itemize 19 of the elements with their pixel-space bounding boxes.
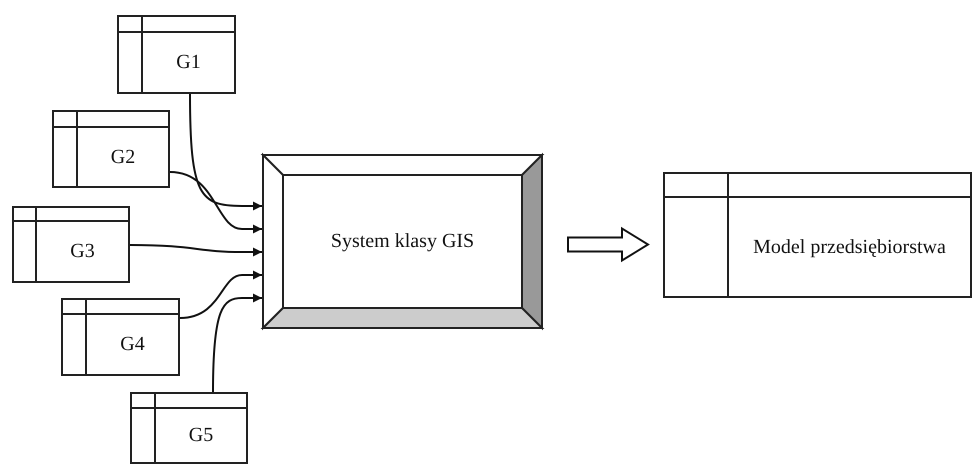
table-box xyxy=(12,206,130,283)
node-label: G3 xyxy=(70,239,95,264)
node-label: Model przedsiębiorstwa xyxy=(753,234,946,260)
node-label: G2 xyxy=(110,144,136,170)
node-label: G5 xyxy=(188,423,214,448)
node-label: System klasy GIS xyxy=(330,229,474,254)
table-box xyxy=(117,15,236,94)
block-arrow xyxy=(567,226,650,262)
arrow xyxy=(212,294,262,392)
node-label: G4 xyxy=(120,332,145,357)
table-box xyxy=(130,392,248,464)
arrow xyxy=(189,94,262,210)
arrow xyxy=(170,171,262,234)
table-box xyxy=(663,172,972,298)
table-box xyxy=(52,110,170,188)
table-box xyxy=(61,298,180,376)
arrow xyxy=(130,244,262,256)
node-label: G1 xyxy=(176,50,201,75)
arrow xyxy=(180,270,262,319)
